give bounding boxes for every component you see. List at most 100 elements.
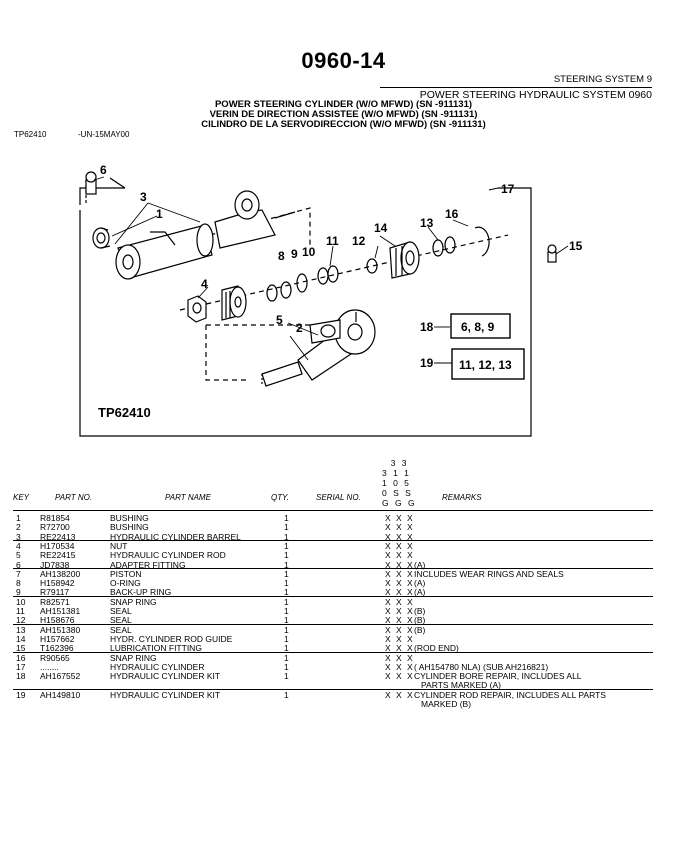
remarks-cell: (A) <box>414 559 426 570</box>
subsection-heading: POWER STEERING HYDRAULIC SYSTEM 0960 <box>380 87 652 101</box>
figure-ref-code: TP62410 <box>14 130 47 139</box>
part-no-cell: AH151381 <box>40 606 81 616</box>
model-marks-cell: X X X <box>385 606 415 616</box>
callout-9: 9 <box>291 247 298 261</box>
remarks-cell: CYLINDER ROD REPAIR, INCLUDES ALL PARTS <box>414 689 606 700</box>
qty-cell: 1 <box>284 531 289 542</box>
key-cell: 17 <box>16 661 26 672</box>
callout-8: 8 <box>278 249 285 263</box>
key-cell: 15 <box>16 643 26 654</box>
part-name-cell: HYDR. CYLINDER ROD GUIDE <box>110 633 233 644</box>
qty-cell: 1 <box>284 513 289 523</box>
callout-12: 12 <box>352 234 366 248</box>
page-number: 0960-14 <box>301 48 386 73</box>
key-cell: 1 <box>16 513 21 523</box>
callout-10: 10 <box>302 245 316 259</box>
model-marks-cell: X X X <box>385 661 415 672</box>
model-marks-cell: X X X <box>385 587 415 598</box>
col-header-serial: SERIAL NO. <box>316 493 361 502</box>
cylinder-rod-icon <box>261 309 376 387</box>
part-name-cell: HYDRAULIC CYLINDER KIT <box>110 671 221 682</box>
callout-6: 6 <box>100 163 107 177</box>
qty-cell: 1 <box>284 550 289 561</box>
model-stack-line: 3 1 1 <box>382 468 411 478</box>
part-name-cell: SEAL <box>110 615 132 626</box>
part-no-cell: AH167552 <box>40 671 81 682</box>
nut-icon <box>187 295 207 323</box>
callout-19: 19 <box>420 356 434 370</box>
kit-18-parts: 6, 8, 9 <box>461 320 495 334</box>
part-no-cell: AH149810 <box>40 689 81 700</box>
callout-3: 3 <box>140 190 147 204</box>
key-cell: 9 <box>16 587 21 598</box>
qty-cell: 1 <box>284 624 289 635</box>
part-no-cell: H158676 <box>40 615 75 626</box>
part-name-cell: ADAPTER FITTING <box>110 559 186 570</box>
part-no-cell: R72700 <box>40 522 70 533</box>
remarks-cell: (B) <box>414 615 426 626</box>
key-cell: 12 <box>16 615 26 626</box>
qty-cell: 1 <box>284 606 289 616</box>
seal-rings-icon <box>266 258 378 302</box>
remarks-cell: ( AH154780 NLA) (SUB AH216821) <box>414 661 549 672</box>
col-header-part-no: PART NO. <box>55 493 93 502</box>
group-rule <box>13 651 653 653</box>
part-name-cell: SNAP RING <box>110 596 157 607</box>
snap-ring-icon <box>474 226 490 257</box>
part-no-cell: T162396 <box>40 643 74 654</box>
part-name-cell: SEAL <box>110 606 132 616</box>
adapter-fitting-icon <box>85 171 97 195</box>
qty-cell: 1 <box>284 578 289 589</box>
piston-icon <box>221 285 247 321</box>
part-no-cell: R82571 <box>40 596 70 607</box>
remarks-cell: (A) <box>414 587 426 598</box>
diagram-label: TP62410 <box>98 405 151 420</box>
qty-cell: 1 <box>284 661 289 672</box>
key-cell: 2 <box>16 522 21 533</box>
remarks-cell: CYLINDER BORE REPAIR, INCLUDES ALL <box>414 671 582 682</box>
part-no-cell: AH138200 <box>40 568 81 579</box>
model-marks-cell: X X X <box>385 578 415 589</box>
part-name-cell: PISTON <box>110 568 142 579</box>
part-name-cell: BACK-UP RING <box>110 587 172 598</box>
part-name-cell: SEAL <box>110 624 132 635</box>
qty-cell: 1 <box>284 633 289 644</box>
model-marks-cell: X X X <box>385 559 415 570</box>
part-name-cell: HYDRAULIC CYLINDER BARREL <box>110 531 241 542</box>
model-marks-cell: X X X <box>385 540 415 551</box>
callout-11: 11 <box>326 234 339 248</box>
part-no-cell: RE22415 <box>40 550 76 561</box>
model-marks-cell: X X X <box>385 531 415 542</box>
model-marks-cell: X X X <box>385 522 415 533</box>
part-no-cell: R81854 <box>40 513 70 523</box>
title-spanish: CILINDRO DE LA SERVODIRECCION (W/O MFWD)… <box>201 119 486 130</box>
qty-cell: 1 <box>284 559 289 570</box>
callout-16: 16 <box>445 207 459 221</box>
callout-14: 14 <box>374 221 388 235</box>
col-header-key: KEY <box>13 493 30 502</box>
callout-4: 4 <box>201 277 208 291</box>
remarks-cell: INCLUDES WEAR RINGS AND SEALS <box>414 568 564 579</box>
key-cell: 6 <box>16 559 21 570</box>
part-name-cell: HYDRAULIC CYLINDER <box>110 661 205 672</box>
figure-ref-date: -UN-15MAY00 <box>78 130 130 139</box>
group-rule <box>13 567 653 569</box>
model-marks-cell: X X X <box>385 652 415 663</box>
part-name-cell: HYDRAULIC CYLINDER KIT <box>110 689 221 700</box>
qty-cell: 1 <box>284 522 289 533</box>
qty-cell: 1 <box>284 568 289 579</box>
model-stack-line: 1 0 5 <box>382 478 411 488</box>
remarks-cell: MARKED (B) <box>421 699 472 709</box>
kit-box-19 <box>451 348 525 380</box>
model-marks-cell: X X X <box>385 633 415 644</box>
key-cell: 16 <box>16 652 26 663</box>
callout-15: 15 <box>569 239 583 253</box>
lubrication-fitting-icon <box>547 244 557 263</box>
model-marks-cell: X X X <box>385 596 415 607</box>
qty-cell: 1 <box>284 540 289 551</box>
part-no-cell: H158942 <box>40 578 75 589</box>
section-heading: STEERING SYSTEM 9 <box>553 74 652 85</box>
model-marks-cell: X X X <box>385 568 415 579</box>
part-no-cell: ........ <box>40 661 59 672</box>
part-no-cell: JD7838 <box>40 559 70 570</box>
